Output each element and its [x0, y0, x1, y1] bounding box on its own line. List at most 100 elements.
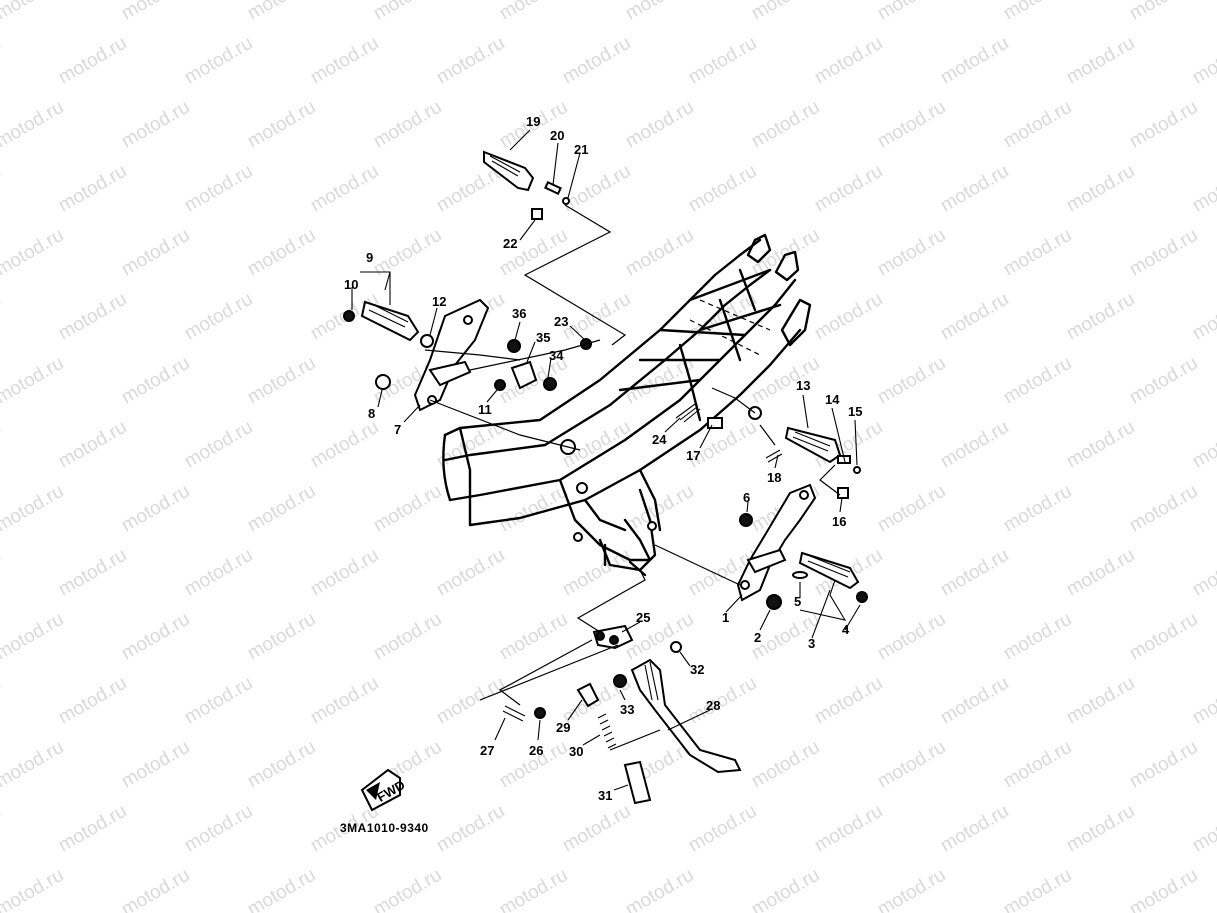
watermark-text: motod.ru: [1189, 289, 1217, 345]
watermark-text: motod.ru: [1126, 353, 1201, 409]
watermark-text: motod.ru: [118, 609, 193, 665]
watermark-text: motod.ru: [0, 609, 67, 665]
watermark-text: motod.ru: [307, 417, 382, 473]
watermark-text: motod.ru: [433, 673, 508, 729]
parts-drawing: [343, 129, 868, 805]
watermark-text: motod.ru: [1189, 673, 1217, 729]
watermark-text: motod.ru: [811, 289, 886, 345]
watermark-text: motod.ru: [1063, 545, 1138, 601]
watermark-text: motod.ru: [685, 33, 760, 89]
watermark-text: motod.ru: [685, 161, 760, 217]
watermark-text: motod.ru: [181, 801, 256, 857]
watermark-text: motod.ru: [496, 225, 571, 281]
watermark-text: motod.ru: [874, 865, 949, 913]
callout-2: 2: [754, 630, 761, 645]
watermark-text: motod.ru: [118, 353, 193, 409]
callout-16: 16: [832, 514, 846, 529]
watermark-text: motod.ru: [622, 0, 697, 24]
watermark-text: motod.ru: [1063, 161, 1138, 217]
watermark-text: motod.ru: [55, 289, 130, 345]
watermark-text: motod.ru: [433, 801, 508, 857]
watermark-text: motod.ru: [937, 545, 1012, 601]
watermark-text: motod.ru: [811, 33, 886, 89]
watermark-text: motod.ru: [1063, 801, 1138, 857]
watermark-text: motod.ru: [0, 33, 4, 89]
watermark-text: motod.ru: [370, 865, 445, 913]
callout-27: 27: [480, 743, 494, 758]
watermark-text: motod.ru: [55, 417, 130, 473]
fwd-arrow: FWD: [360, 768, 407, 812]
watermark-text: motod.ru: [1000, 353, 1075, 409]
watermark-text: motod.ru: [307, 673, 382, 729]
watermark-text: motod.ru: [0, 673, 4, 729]
watermark-text: motod.ru: [1000, 97, 1075, 153]
callout-19: 19: [526, 114, 540, 129]
watermark-text: motod.ru: [874, 353, 949, 409]
watermark-text: motod.ru: [244, 865, 319, 913]
watermark-text: motod.ru: [370, 0, 445, 24]
watermark-text: motod.ru: [1000, 481, 1075, 537]
watermark-text: motod.ru: [937, 289, 1012, 345]
watermark-text: motod.ru: [307, 545, 382, 601]
watermark-text: motod.ru: [811, 801, 886, 857]
watermark-text: motod.ru: [0, 289, 4, 345]
callout-8: 8: [368, 406, 375, 421]
callout-15: 15: [848, 404, 862, 419]
watermark-text: motod.ru: [55, 33, 130, 89]
callout-10: 10: [344, 277, 358, 292]
watermark-text: motod.ru: [622, 97, 697, 153]
callout-33: 33: [620, 702, 634, 717]
callout-11: 11: [478, 402, 492, 417]
callout-21: 21: [574, 142, 588, 157]
watermark-text: motod.ru: [748, 737, 823, 793]
watermark-text: motod.ru: [685, 673, 760, 729]
watermark-text: motod.ru: [0, 481, 67, 537]
callout-4: 4: [842, 622, 850, 637]
callout-30: 30: [569, 744, 583, 759]
watermark-text: motod.ru: [1126, 609, 1201, 665]
watermark-text: motod.ru: [748, 97, 823, 153]
watermark-text: motod.ru: [748, 225, 823, 281]
callout-7: 7: [394, 422, 401, 437]
watermark-text: motod.ru: [55, 673, 130, 729]
callout-17: 17: [686, 448, 700, 463]
watermark-text: motod.ru: [811, 673, 886, 729]
callout-29: 29: [556, 720, 570, 735]
watermark-text: motod.ru: [244, 481, 319, 537]
callout-20: 20: [550, 128, 564, 143]
callout-14: 14: [825, 392, 840, 407]
watermark-text: motod.ru: [1063, 417, 1138, 473]
watermark-text: motod.ru: [1189, 417, 1217, 473]
watermark-text: motod.ru: [1063, 673, 1138, 729]
watermark-text: motod.ru: [181, 289, 256, 345]
watermark-text: motod.ru: [622, 609, 697, 665]
watermark-text: motod.ru: [937, 673, 1012, 729]
watermark-text: motod.ru: [370, 609, 445, 665]
watermark-text: motod.ru: [1063, 33, 1138, 89]
watermark-text: motod.ru: [874, 0, 949, 24]
callout-32: 32: [690, 662, 704, 677]
watermark-text: motod.ru: [0, 0, 67, 24]
watermark-text: motod.ru: [811, 161, 886, 217]
watermark-text: motod.ru: [0, 97, 67, 153]
watermark-text: motod.ru: [874, 97, 949, 153]
watermark-text: motod.ru: [118, 481, 193, 537]
watermark-text: motod.ru: [0, 801, 4, 857]
callout-22: 22: [503, 236, 517, 251]
watermark-text: motod.ru: [181, 545, 256, 601]
callout-25: 25: [636, 610, 650, 625]
watermark-text: motod.ru: [370, 97, 445, 153]
watermark-text: motod.ru: [622, 865, 697, 913]
callout-6: 6: [743, 490, 750, 505]
watermark-text: motod.ru: [1000, 609, 1075, 665]
watermark-text: motod.ru: [244, 609, 319, 665]
watermark-text: motod.ru: [118, 737, 193, 793]
watermark-text: motod.ru: [244, 737, 319, 793]
callout-1: 1: [722, 610, 729, 625]
watermark-text: motod.ru: [937, 801, 1012, 857]
watermark-text: motod.ru: [748, 0, 823, 24]
callout-layer: 1 2 3 4 5 6 7 8 9 10 11 12 13 14 15 16 1…: [344, 114, 862, 803]
watermark-text: motod.ru: [1000, 865, 1075, 913]
watermark-text: motod.ru: [937, 417, 1012, 473]
